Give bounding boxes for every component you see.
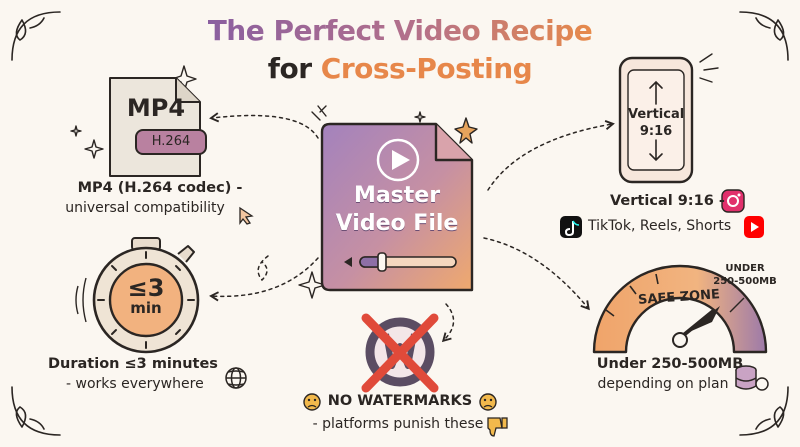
mp4-file-label: MP4 [126, 94, 186, 122]
page-subtitle: for Cross-Posting [0, 52, 800, 85]
sad-face-icon [303, 393, 497, 411]
mp4-file-icon [109, 77, 207, 177]
database-icon [735, 365, 769, 391]
safe-zone-gauge-icon [592, 264, 768, 354]
vertical-caption-bold: Vertical 9:16 - [610, 193, 725, 209]
play-icon [392, 150, 410, 170]
connector-arrows [209, 112, 615, 343]
youtube-shorts-icon [744, 216, 764, 238]
corner-flourish-top-right [739, 11, 789, 61]
watermark-caption-bold: NO WATERMARKS [327, 393, 473, 409]
stopwatch-icon [75, 237, 200, 354]
duration-caption-bold: Duration ≤3 minutes [48, 356, 218, 372]
stopwatch-line-1: ≤3 [127, 274, 165, 302]
size-caption: depending on plan [597, 376, 729, 392]
stopwatch-label: ≤3 min [110, 274, 182, 318]
master-file-label: Master Video File [322, 182, 472, 238]
master-video-file-icon [320, 122, 474, 292]
phone-label-line-1: Vertical [628, 107, 685, 122]
title-line-2-for: for [267, 52, 312, 85]
corner-flourish-bottom-right [739, 386, 789, 436]
phone-label-line-2: 9:16 [639, 124, 673, 139]
title-line-2-highlight: Cross-Posting [320, 52, 533, 85]
corner-flourish-bottom-left [11, 386, 61, 436]
gauge-note-line-2: 250-500MB [713, 276, 777, 287]
page-title: The Perfect Video Recipe [0, 14, 800, 47]
cursor-arrow-icon [239, 206, 254, 225]
title-line-1: The Perfect Video Recipe [207, 14, 593, 47]
no-watermark-icon [361, 313, 439, 393]
master-file-line-2: Video File [335, 211, 459, 236]
corner-flourish-top-left [11, 11, 61, 61]
mp4-caption: universal compatibility [65, 200, 225, 216]
watermark-caption: - platforms punish these [312, 416, 484, 432]
phone-icon [618, 56, 694, 184]
phone-screen-label: Vertical 9:16 [628, 106, 684, 140]
master-file-line-1: Master [353, 183, 441, 208]
duration-caption: - works everywhere [66, 376, 204, 392]
instagram-icon [721, 189, 745, 213]
gauge-note-line-1: UNDER [725, 263, 765, 274]
vertical-caption: TikTok, Reels, Shorts [588, 218, 732, 234]
thumbs-down-icon [487, 417, 508, 437]
gauge-note: UNDER 250-500MB [700, 262, 790, 288]
stopwatch-line-2: min [130, 299, 162, 317]
tiktok-icon [560, 216, 582, 238]
mp4-caption-bold: MP4 (H.264 codec) - [77, 180, 243, 196]
size-caption-bold: Under 250-500MB [596, 356, 744, 372]
h264-codec-tag: H.264 [151, 134, 191, 149]
globe-icon [225, 367, 247, 389]
